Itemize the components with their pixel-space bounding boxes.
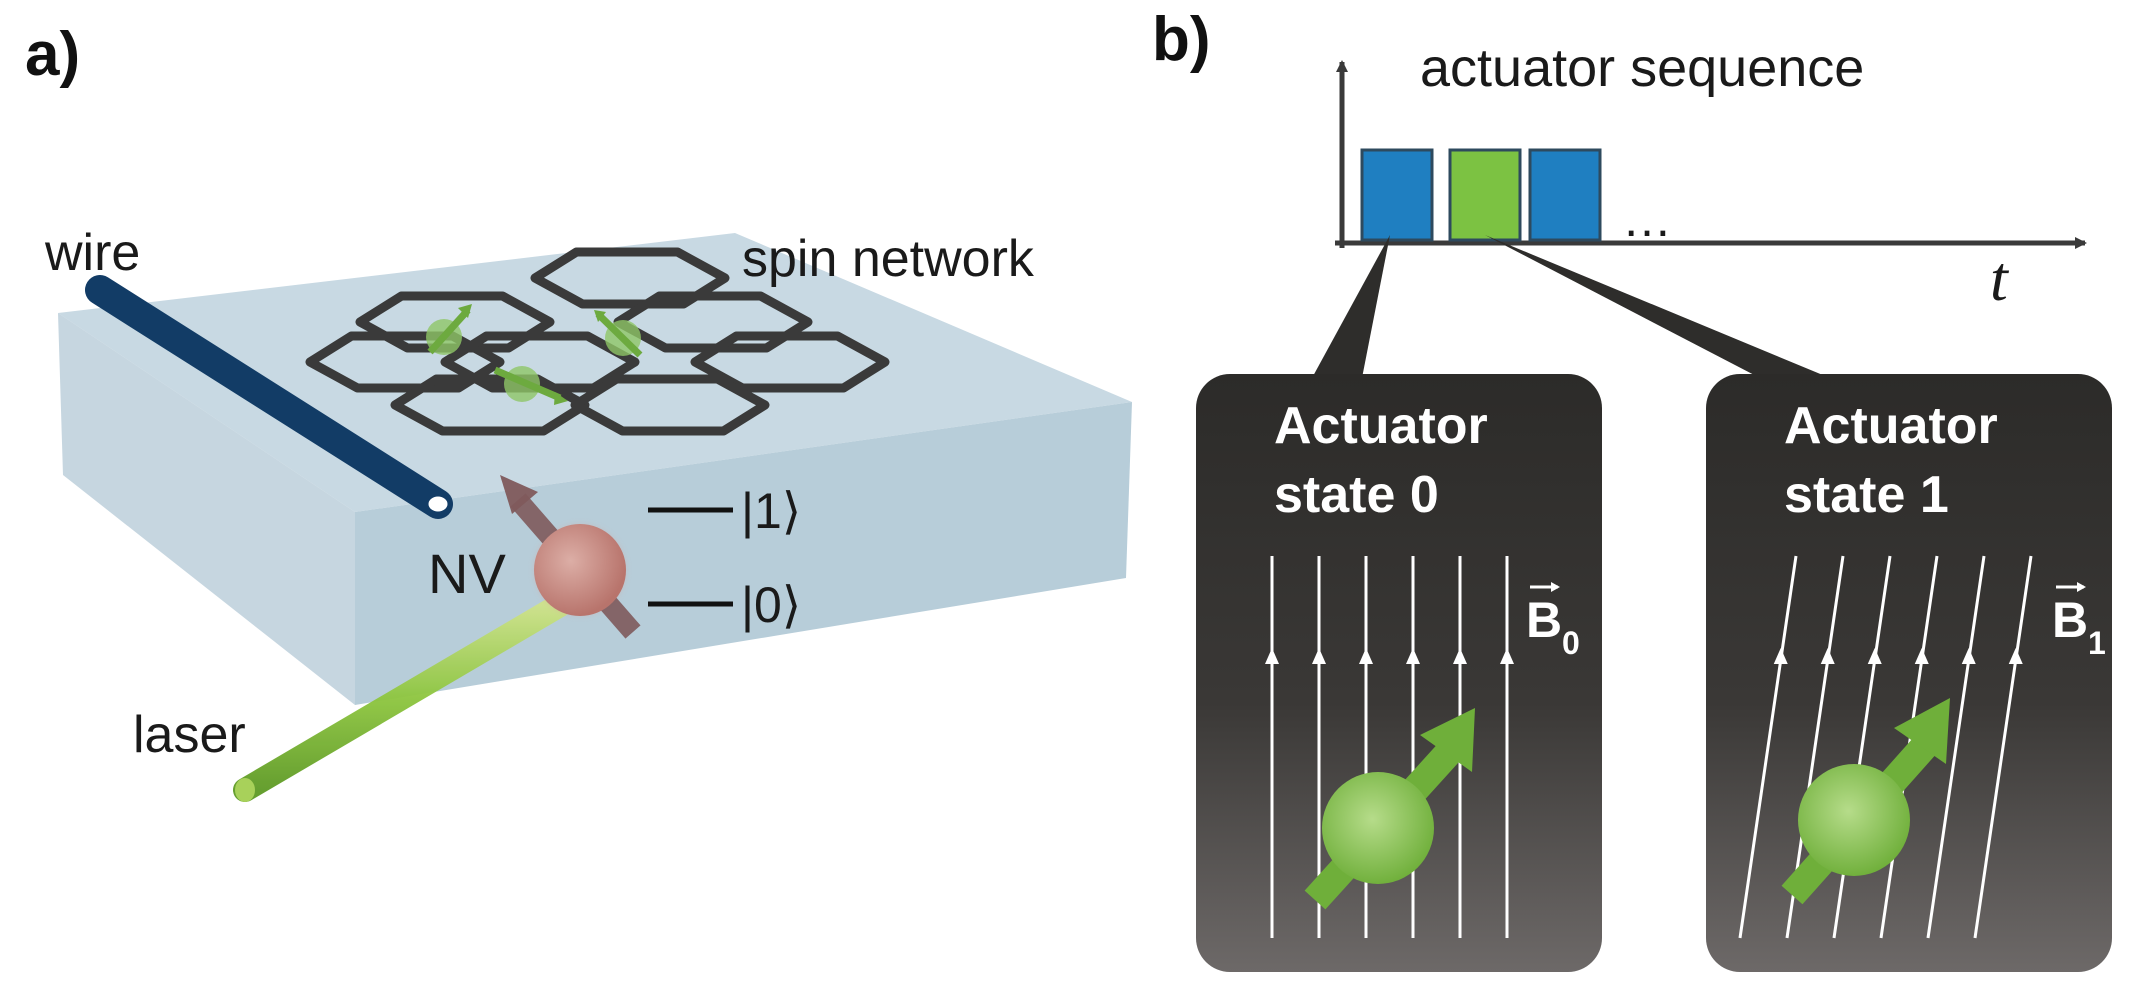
b1-field-line xyxy=(1926,555,1986,939)
b1-field-arrowhead xyxy=(2008,648,2023,664)
callout-state-1 xyxy=(1485,235,1830,378)
network-spins xyxy=(426,304,643,405)
network-spin xyxy=(493,366,568,405)
b1-field-arrowhead xyxy=(1914,648,1929,664)
sequence-axes xyxy=(1335,60,2087,249)
nv-label: NV xyxy=(428,542,506,605)
wire xyxy=(85,275,453,519)
pulse-1 xyxy=(1360,148,1434,242)
nv-center xyxy=(500,475,641,639)
b1-field-line xyxy=(1738,555,1798,939)
slab-side-face xyxy=(355,402,1132,705)
b0-field-arrowhead xyxy=(1406,648,1420,664)
b0-letter: B xyxy=(1526,592,1562,648)
b1-field-line xyxy=(1973,555,2033,939)
lattice-hexagon xyxy=(613,291,813,353)
field-label-b1: B 1 xyxy=(2052,582,2106,661)
panel-b-label: b) xyxy=(1152,5,1211,74)
b0-field-arrowhead xyxy=(1500,648,1514,664)
lattice-hexagon xyxy=(440,331,640,393)
actuator-state-0-box: Actuator state 0 B 0 xyxy=(1196,374,1602,972)
b0-field-arrowhead xyxy=(1265,648,1279,664)
slab-front-face xyxy=(58,313,355,705)
time-axis-label: t xyxy=(1990,243,2010,314)
actuator-spin-state-0 xyxy=(1304,708,1475,910)
pulse-3 xyxy=(1528,148,1602,242)
actuator-state-1-box: Actuator state 1 B 1 xyxy=(1706,374,2112,972)
b0-field-arrowhead xyxy=(1453,648,1467,664)
nv-spin-ball xyxy=(534,524,626,616)
network-spin xyxy=(594,310,643,358)
level-0-label: |0⟩ xyxy=(741,577,801,633)
b1-field-arrowhead xyxy=(1961,648,1976,664)
pulse-2 xyxy=(1448,148,1522,242)
nv-arrow-head xyxy=(500,475,538,514)
sequence-title: actuator sequence xyxy=(1420,38,1864,98)
lattice-hexagon xyxy=(305,331,505,393)
state1-title-line2: state 1 xyxy=(1784,466,1949,524)
pulse-sequence xyxy=(1360,148,1602,242)
field-lines-state-1 xyxy=(1738,555,2033,939)
energy-levels: |1⟩ |0⟩ xyxy=(648,483,801,633)
b0-subscript: 0 xyxy=(1562,625,1580,661)
b0-field-arrowhead xyxy=(1359,648,1373,664)
b1-field-arrowhead xyxy=(1867,648,1882,664)
state1-title-line1: Actuator xyxy=(1784,397,1998,455)
b1-subscript: 1 xyxy=(2088,625,2106,661)
lattice-hexagon xyxy=(530,247,730,309)
laser-beam xyxy=(233,593,572,802)
b1-field-arrowhead xyxy=(1773,648,1788,664)
level-1-label: |1⟩ xyxy=(741,483,801,539)
lattice-hexagon xyxy=(570,374,770,436)
spin-network-lattice xyxy=(305,247,890,436)
actuator-spin-state-1 xyxy=(1781,698,1950,905)
state0-title-line2: state 0 xyxy=(1274,466,1439,524)
lattice-hexagon xyxy=(390,374,590,436)
laser-label: laser xyxy=(133,706,246,764)
callout-state-0 xyxy=(1312,235,1390,378)
network-spin xyxy=(426,304,472,355)
field-label-b0: B 0 xyxy=(1526,582,1580,661)
lattice-hexagon xyxy=(355,291,555,353)
panel-a-label: a) xyxy=(25,20,80,89)
state0-title-line1: Actuator xyxy=(1274,397,1488,455)
sequence-ellipsis: … xyxy=(1622,191,1672,247)
wire-label: wire xyxy=(44,224,140,282)
b1-field-arrowhead xyxy=(1820,648,1835,664)
b1-letter: B xyxy=(2052,592,2088,648)
spin-network-label: spin network xyxy=(742,230,1035,288)
callouts xyxy=(1312,235,1830,378)
b0-field-arrowhead xyxy=(1312,648,1326,664)
